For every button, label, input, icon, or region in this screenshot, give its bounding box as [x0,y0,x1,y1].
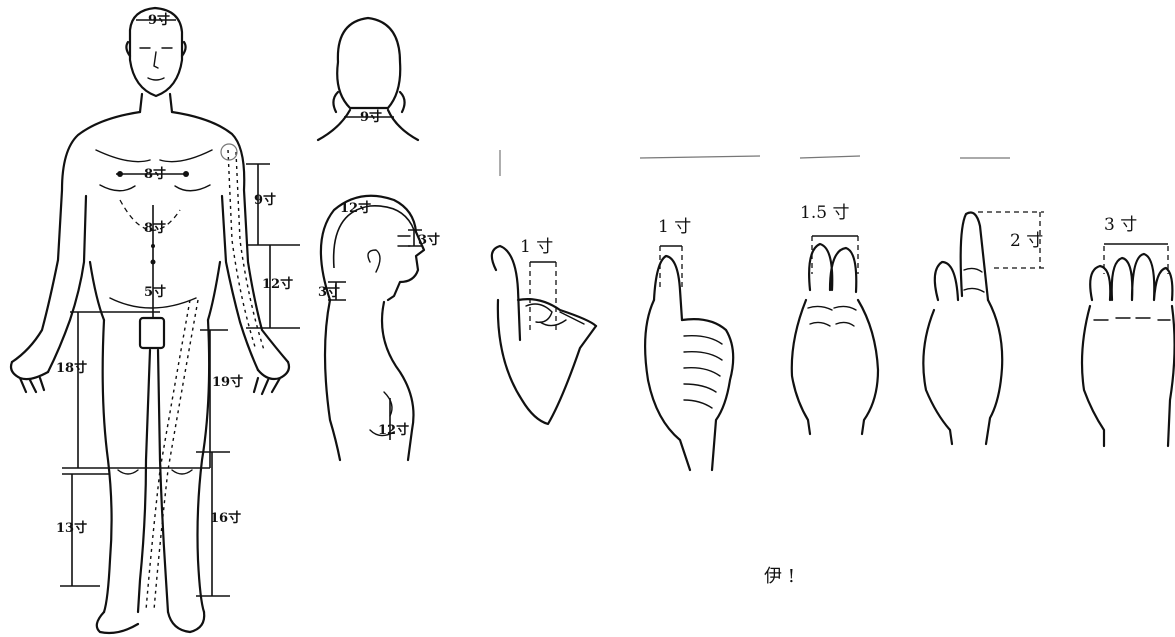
thigh-inner-label: 18寸 [56,360,87,376]
hand-middle-finger-cun: 1 寸 [492,237,596,424]
side-head-figure: 12寸 3寸 3寸 12寸 [318,196,440,460]
forehead-label: 3寸 [418,232,440,248]
thigh-outer-label: 19寸 [212,374,243,390]
upper-abdomen-label: 8寸 [144,220,166,236]
nipple-distance-label: 8寸 [144,166,166,182]
middle-finger-label: 1 寸 [520,237,553,257]
finger-joint-label: 2 寸 [1010,231,1043,251]
hand-four-fingers-cun: 3 寸 [1082,215,1175,446]
hairline-arc-label: 12寸 [340,200,371,216]
hand-two-fingers-cun: 1.5 寸 [792,203,878,434]
forearm-label: 12寸 [262,276,293,292]
upper-arm-label: 9寸 [254,192,276,208]
back-of-head-figure: 9寸 [318,18,418,140]
chest-label: 12寸 [378,422,409,438]
head-width-label: 9寸 [148,12,170,28]
lower-abdomen-label: 5寸 [144,284,166,300]
hand-finger-joint-cun: 2 寸 [923,212,1044,444]
four-fingers-label: 3 寸 [1104,215,1137,235]
thumb-label: 1 寸 [658,217,691,237]
nape-width-label: 9寸 [360,109,382,125]
two-fingers-label: 1.5 寸 [800,203,849,223]
lower-leg-outer-label: 16寸 [210,510,241,526]
lower-leg-inner-label: 13寸 [56,520,87,536]
front-body-figure: 9寸 8寸 8寸 5寸 9寸 12寸 18寸 19寸 13寸 16寸 [11,8,300,633]
stray-mark: 伊 ! [764,566,795,587]
nape-label: 3寸 [318,284,340,300]
hand-thumb-cun: 1 寸 [645,217,733,470]
